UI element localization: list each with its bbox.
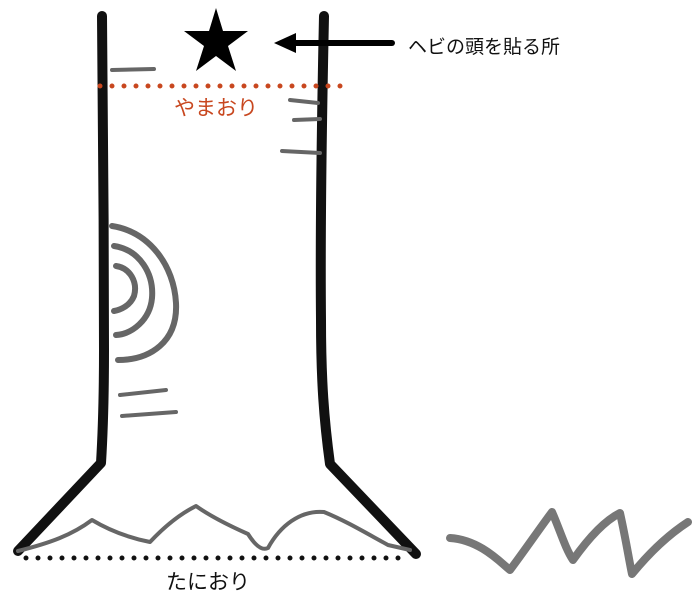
trunk-right-outline [315,11,421,559]
valley-fold-label: たにおり [166,570,250,594]
star-icon [184,8,248,71]
bark-mark-right-2 [292,117,322,122]
left-arrow-icon [274,33,395,53]
bark-mark-top-left [110,67,156,72]
mountain-fold-label: やまおり [174,96,258,120]
bark-mark-lower-2 [120,410,178,418]
bark-mark-right-3 [280,149,322,155]
trunk-left-outline [13,11,109,556]
knot-swirl [109,223,180,363]
grass-tuft [446,508,692,578]
bark-mark-right-1 [288,98,320,105]
bark-marks [110,67,322,418]
bark-mark-lower-1 [118,388,168,397]
base-grass-line [16,504,412,553]
head-placement-label: ヘビの頭を貼る所 [408,36,561,58]
